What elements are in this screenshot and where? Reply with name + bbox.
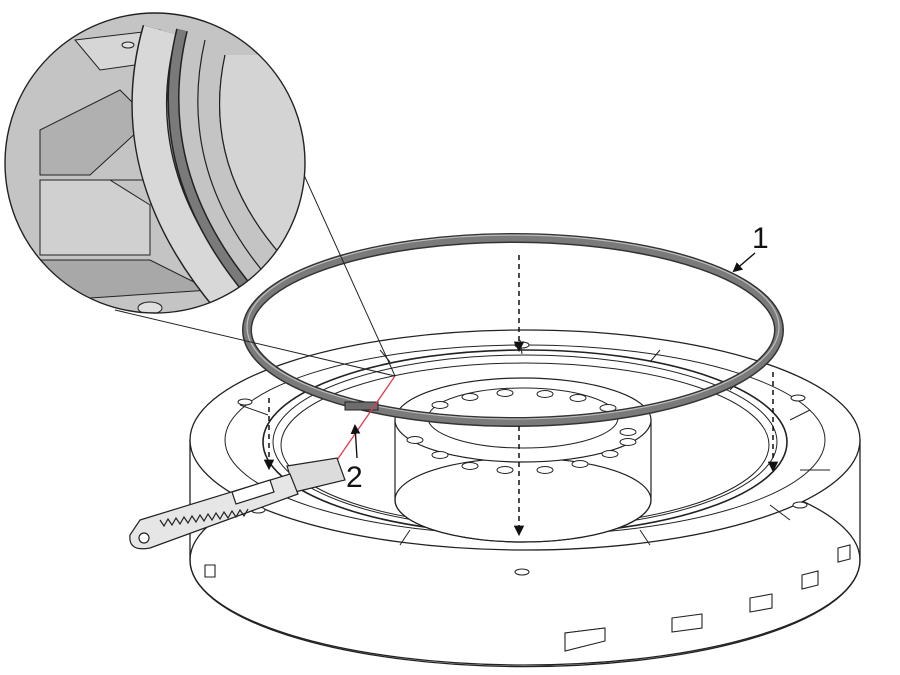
bottom-notches: [204, 544, 851, 652]
callout-1: 1: [732, 222, 769, 273]
hub-bolt-holes: [406, 389, 637, 474]
gasket-ring: [242, 233, 784, 427]
knife-grip-teeth: [159, 508, 249, 528]
callout-1-leader: [732, 252, 756, 273]
central-hub: [394, 377, 652, 543]
detail-circle-border: [4, 12, 306, 314]
callout-2-leader: [350, 424, 361, 459]
callout-2: 2: [346, 424, 363, 494]
insertion-arrows: [263, 255, 779, 537]
detail-leader-bottom: [114, 309, 396, 377]
callout-1-number: 1: [752, 222, 769, 255]
utility-knife-icon: [129, 457, 346, 550]
knife-slider: [231, 479, 275, 505]
detail-view: [4, 12, 396, 377]
cut-line: [334, 375, 396, 464]
callout-2-number: 2: [346, 461, 363, 494]
knife-end-hole: [138, 532, 150, 544]
gasket-cut-end: [344, 401, 379, 411]
